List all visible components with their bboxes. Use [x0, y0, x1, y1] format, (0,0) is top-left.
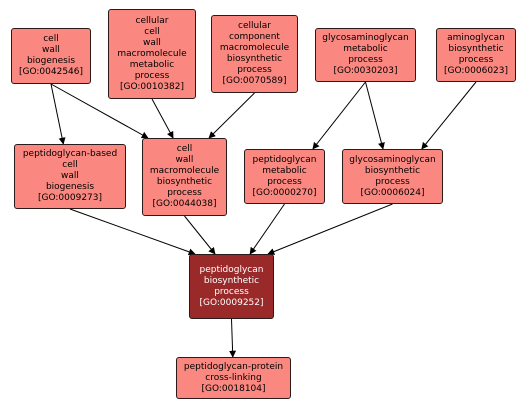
- node-label: peptidoglycan biosynthetic process [GO:0…: [199, 264, 264, 308]
- edge-n3-to-n7: [208, 92, 255, 139]
- node-label: cellular component macromolecule biosynt…: [219, 21, 290, 86]
- edge-n6-to-n10: [69, 208, 196, 256]
- node-label: cell wall biogenesis [GO:0042546]: [18, 34, 84, 77]
- edge-n8-to-n10: [249, 203, 285, 255]
- node-peptidoglycan-biosynthetic-process[interactable]: peptidoglycan biosynthetic process [GO:0…: [189, 254, 274, 319]
- edge-n1-to-n6: [50, 83, 66, 145]
- node-label: peptidoglycan-protein cross-linking [GO:…: [183, 361, 284, 394]
- edge-n7-to-n10: [184, 215, 216, 255]
- edge-n4-to-n9: [365, 81, 385, 150]
- node-peptidoglycan-metabolic-process[interactable]: peptidoglycan metabolic process [GO:0000…: [244, 149, 325, 204]
- node-aminoglycan-biosynthetic-process[interactable]: aminoglycan biosynthetic process [GO:000…: [436, 28, 516, 82]
- edge-n1-to-n7: [50, 83, 149, 139]
- node-cellular-cell-wall-macromolecule-metabolic-process[interactable]: cellular cell wall macromolecule metabol…: [108, 9, 196, 99]
- node-label: glycosaminoglycan biosynthetic process […: [349, 154, 436, 198]
- node-label: peptidoglycan-based cell wall biogenesis…: [22, 149, 118, 203]
- edge-n5-to-n9: [421, 81, 477, 150]
- node-label: cell wall macromolecule biosynthetic pro…: [149, 144, 220, 209]
- node-label: aminoglycan biosynthetic process [GO:000…: [443, 33, 509, 76]
- node-label: cellular cell wall macromolecule metabol…: [117, 15, 187, 92]
- edge-n4-to-n8: [312, 81, 366, 150]
- edge-n10-to-n11: [229, 318, 237, 358]
- node-cell-wall-biogenesis[interactable]: cell wall biogenesis [GO:0042546]: [11, 28, 91, 84]
- node-label: glycosaminoglycan metabolic process [GO:…: [322, 33, 409, 76]
- edge-n9-to-n10: [267, 203, 393, 255]
- node-cell-wall-macromolecule-biosynthetic-process[interactable]: cell wall macromolecule biosynthetic pro…: [142, 138, 227, 216]
- node-cellular-component-macromolecule-biosynthetic-process[interactable]: cellular component macromolecule biosynt…: [211, 15, 298, 93]
- node-glycosaminoglycan-biosynthetic-process[interactable]: glycosaminoglycan biosynthetic process […: [342, 149, 443, 204]
- node-label: peptidoglycan metabolic process [GO:0000…: [252, 154, 317, 198]
- node-peptidoglycan-based-cell-wall-biogenesis[interactable]: peptidoglycan-based cell wall biogenesis…: [14, 144, 126, 209]
- node-glycosaminoglycan-metabolic-process[interactable]: glycosaminoglycan metabolic process [GO:…: [315, 28, 416, 82]
- edge-n2-to-n7: [151, 98, 174, 139]
- node-peptidoglycan-protein-cross-linking[interactable]: peptidoglycan-protein cross-linking [GO:…: [176, 357, 291, 399]
